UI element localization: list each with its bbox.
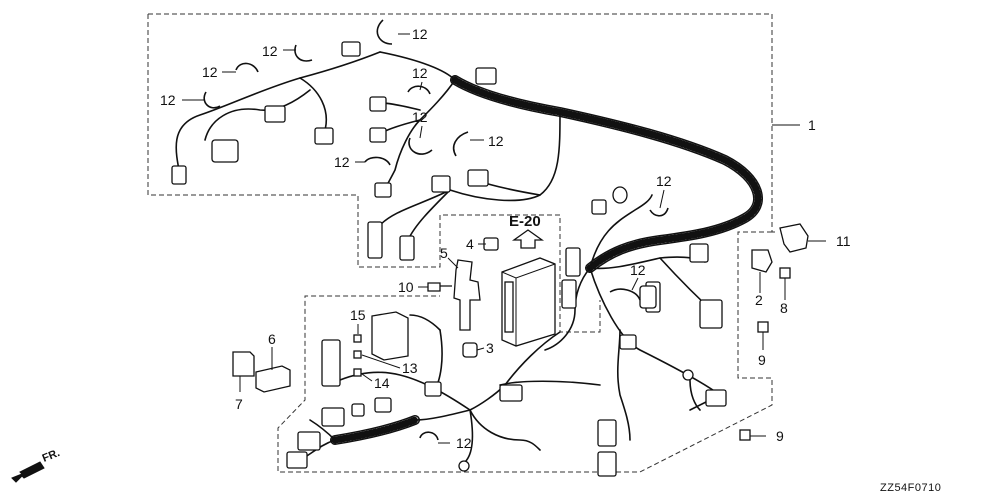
- callout-15: 15: [350, 307, 366, 323]
- connector: [351, 403, 365, 417]
- callout-12-b: 12: [262, 43, 278, 59]
- connector: [369, 127, 387, 143]
- callout-12-d: 12: [160, 92, 176, 108]
- harness-wires: [175, 51, 721, 463]
- bolt: [427, 282, 452, 292]
- connector: [321, 407, 345, 427]
- connector: [499, 384, 523, 402]
- small-parts: [232, 223, 809, 441]
- connector: [367, 221, 383, 259]
- callout-12-h: 12: [488, 133, 504, 149]
- fuse: [353, 350, 362, 359]
- control-unit: [501, 229, 556, 347]
- callout-4: 4: [466, 236, 474, 252]
- connector: [591, 199, 607, 215]
- fuse: [353, 368, 362, 377]
- bracket-2: [751, 249, 773, 273]
- connector: [341, 41, 361, 57]
- connector: [374, 182, 392, 198]
- connector: [597, 451, 617, 477]
- connector: [699, 299, 723, 329]
- grommet: [462, 342, 478, 358]
- connector: [286, 451, 308, 469]
- fuse-box: [371, 311, 409, 361]
- wire-clips: [203, 19, 669, 441]
- front-label: FR.: [41, 447, 62, 465]
- connector: [264, 105, 286, 123]
- connector: [211, 139, 239, 163]
- connector: [424, 381, 442, 397]
- main-conduit: [330, 75, 763, 445]
- connector: [314, 127, 334, 145]
- connector: [467, 169, 489, 187]
- fuse-holder: [321, 339, 341, 387]
- connector: [399, 235, 415, 261]
- bolt-8: [779, 267, 791, 279]
- callout-12-a: 12: [412, 26, 428, 42]
- clamp-11: [779, 223, 809, 253]
- connector: [619, 334, 637, 350]
- callout-8: 8: [780, 300, 788, 316]
- main-harness-outline-right: [277, 231, 773, 473]
- reference-label: E-20: [509, 213, 541, 230]
- callout-5: 5: [440, 245, 448, 261]
- connector: [374, 397, 392, 413]
- ring-terminal: [612, 186, 628, 204]
- drawing-code: ZZ54F0710: [880, 482, 941, 494]
- group-outlines: [147, 13, 775, 473]
- callout-14: 14: [374, 375, 390, 391]
- callout-3: 3: [486, 340, 494, 356]
- ring-terminal: [458, 460, 470, 472]
- bracket: [453, 259, 481, 331]
- callout-13: 13: [402, 360, 418, 376]
- upper-harness-outline: [147, 13, 775, 333]
- connector: [689, 243, 709, 263]
- callout-11: 11: [836, 233, 851, 249]
- connector: [171, 165, 187, 185]
- callout-12-e: 12: [412, 65, 428, 81]
- connector: [597, 419, 617, 447]
- callout-12-g: 12: [334, 154, 350, 170]
- callout-12-c: 12: [202, 64, 218, 80]
- callout-12-k: 12: [456, 435, 472, 451]
- connector: [297, 431, 321, 451]
- callout-numbers: 1 2 3 4 5 6 7 8 9 9 10 11 12 12 12 12 12…: [160, 26, 851, 451]
- callout-9-lower: 9: [776, 428, 784, 444]
- callout-7: 7: [235, 396, 243, 412]
- callout-6: 6: [268, 331, 276, 347]
- connector-block: [255, 365, 291, 393]
- callout-1: 1: [808, 117, 816, 133]
- callout-12-j: 12: [630, 262, 646, 278]
- connector: [565, 247, 581, 277]
- bolt-9-lower: [739, 429, 751, 441]
- leader-lines: [182, 33, 826, 444]
- connector: [475, 67, 497, 85]
- connector: [431, 175, 451, 193]
- connector: [369, 96, 387, 112]
- callout-2: 2: [755, 292, 763, 308]
- bolt-9-upper: [757, 321, 769, 333]
- ring-terminal: [682, 369, 694, 381]
- relay-part: [232, 351, 255, 377]
- front-arrow-icon: [11, 461, 45, 483]
- callout-12-i: 12: [656, 173, 672, 189]
- callout-9-upper: 9: [758, 352, 766, 368]
- cap: [639, 285, 657, 309]
- connector: [705, 389, 727, 407]
- front-direction-indicator: FR.: [11, 447, 62, 483]
- e20-up-arrow: [511, 229, 545, 249]
- callout-12-f: 12: [412, 109, 428, 125]
- clip-part: [483, 237, 499, 251]
- connector: [561, 279, 577, 309]
- fuse: [353, 334, 362, 343]
- callout-10: 10: [398, 279, 414, 295]
